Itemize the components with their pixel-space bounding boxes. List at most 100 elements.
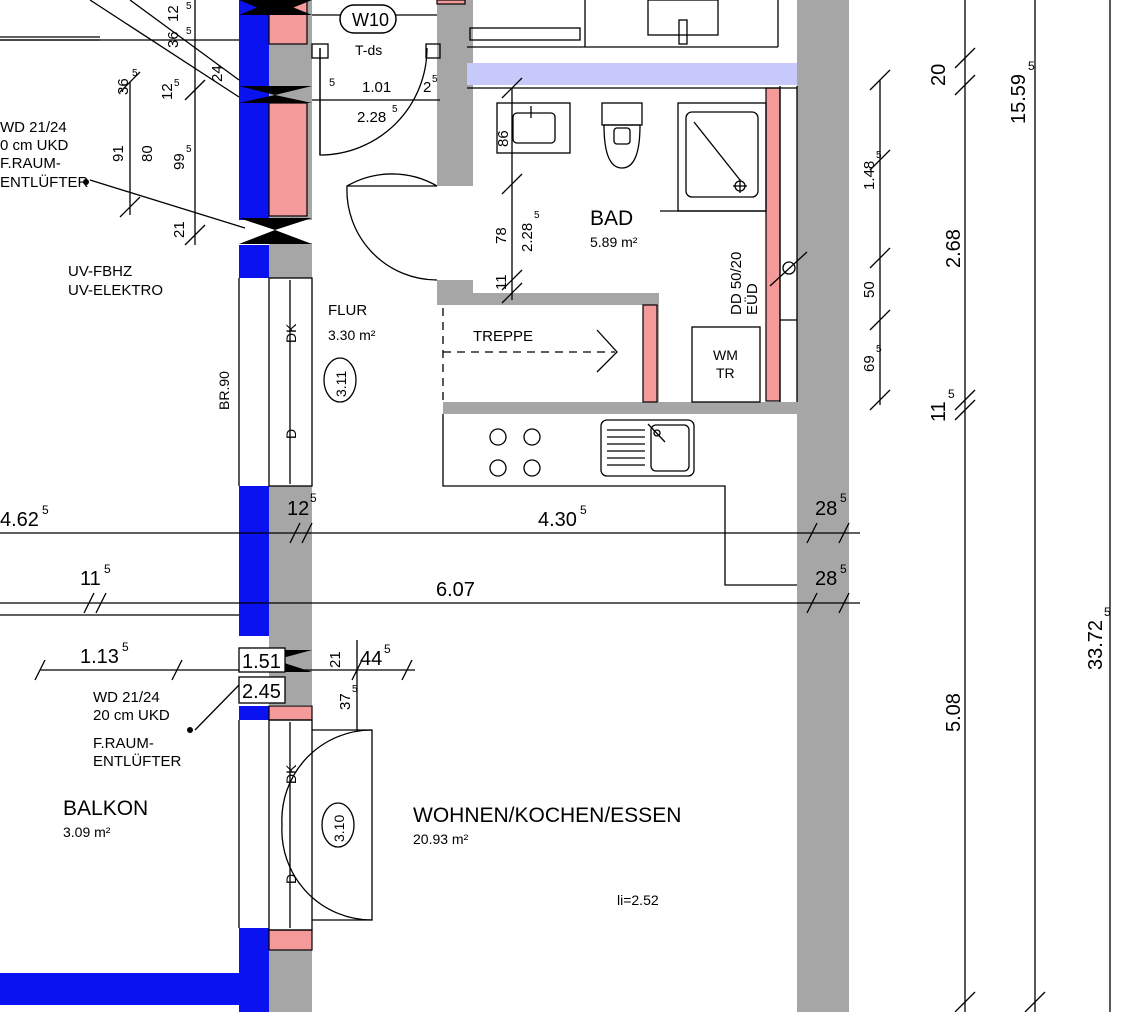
sup-5: 5 xyxy=(186,144,192,155)
door-tag-310: 3.10 xyxy=(321,802,355,848)
dim-365-top: 36 xyxy=(165,31,182,48)
flur-wall-bottom xyxy=(269,949,312,1012)
sup-4: 5 xyxy=(174,78,180,89)
flur-wall-mid xyxy=(269,243,312,278)
dim-33725: 33.72 xyxy=(1085,620,1107,670)
dim-115b: 11 xyxy=(80,568,101,590)
sup-17: 5 xyxy=(104,562,111,576)
sup-15: 5 xyxy=(580,503,587,517)
treppe-top-wall-2 xyxy=(437,293,659,305)
dim-285b: 28 xyxy=(815,568,837,590)
dim-86: 86 xyxy=(495,130,512,147)
dim-24: 24 xyxy=(209,65,226,82)
dim-5: 5 xyxy=(329,77,335,89)
wohnen-height: li=2.52 xyxy=(617,892,659,908)
door-tag-311: 3.11 xyxy=(323,357,357,403)
dim-4625: 4.62 xyxy=(0,509,39,531)
dim-695: 69 xyxy=(861,355,878,372)
walls xyxy=(269,0,849,1012)
bad-name: BAD xyxy=(590,207,633,230)
wd-top-line1: WD 21/24 xyxy=(0,119,67,136)
pink-elements xyxy=(268,0,781,951)
treppe-bottom-wall xyxy=(443,402,797,414)
door-310-label: 3.10 xyxy=(331,815,347,842)
bad-top-strip xyxy=(467,63,797,85)
wd-bot-line2: 20 cm UKD xyxy=(93,707,170,724)
dim-125b: 12 xyxy=(287,498,309,520)
d-label-2: D xyxy=(283,874,299,884)
sup-20: 5 xyxy=(384,642,391,656)
sup-9: 5 xyxy=(1028,59,1035,73)
dim-245: 2.45 xyxy=(242,681,281,703)
flur-name: FLUR xyxy=(328,302,367,319)
dim-1135: 1.13 xyxy=(80,646,119,668)
dim-15595: 15.59 xyxy=(1008,74,1030,124)
dim-2285a: 2.28 xyxy=(357,109,386,126)
superscripts: 5 5 5 5 5 5 5 5 5 5 5 5 5 5 5 5 5 5 5 5 … xyxy=(42,1,1111,695)
dim-4305: 4.30 xyxy=(538,509,577,531)
br90-label: BR.90 xyxy=(216,371,232,410)
sup-10: 5 xyxy=(876,150,882,161)
wohnen-area: 20.93 m² xyxy=(413,831,469,847)
sup-11: 5 xyxy=(876,344,882,355)
bad-top-wall-left xyxy=(437,0,467,88)
sup-2: 5 xyxy=(186,26,192,37)
sup-7: 5 xyxy=(432,74,438,85)
wd-top-line4: ENTLÜFTER xyxy=(0,173,89,191)
balkon-name: BALKON xyxy=(63,797,148,820)
balkon-area: 3.09 m² xyxy=(63,824,111,840)
dim-80: 80 xyxy=(139,145,156,162)
sup-1: 5 xyxy=(186,1,192,12)
sup-14: 5 xyxy=(310,491,317,505)
sup-21: 5 xyxy=(352,684,358,695)
dim-2: 2 xyxy=(423,79,431,96)
wd-bot-line3: F.RAUM- xyxy=(93,735,154,752)
flur-area: 3.30 m² xyxy=(328,327,376,343)
w10-tag: W10 T-ds xyxy=(339,4,397,58)
wd-top-line2: 0 cm UKD xyxy=(0,137,69,154)
dd-label-2: EÜD xyxy=(743,283,761,315)
dim-101: 1.01 xyxy=(362,79,391,96)
dk-label-1: DK xyxy=(283,323,299,343)
uv-label-2: UV-ELEKTRO xyxy=(68,282,163,299)
dim-50: 50 xyxy=(861,281,878,298)
dim-115a: 11 xyxy=(928,401,950,422)
dim-20: 20 xyxy=(928,64,950,86)
dim-151: 1.51 xyxy=(242,651,281,673)
dim-11: 11 xyxy=(493,274,510,290)
sup-6: 5 xyxy=(392,104,398,115)
dd-label-1: DD 50/20 xyxy=(728,252,745,315)
sup-12: 5 xyxy=(948,387,955,401)
wm-label: WM xyxy=(713,347,738,363)
dim-21b: 21 xyxy=(327,651,344,668)
sup-16: 5 xyxy=(840,491,847,505)
dim-607: 6.07 xyxy=(436,579,475,601)
dim-91: 91 xyxy=(110,145,127,162)
bad-area: 5.89 m² xyxy=(590,234,638,250)
sup-8: 5 xyxy=(534,210,540,221)
wohnen-name: WOHNEN/KOCHEN/ESSEN xyxy=(413,804,681,827)
tds-label: T-ds xyxy=(355,42,382,58)
outlines xyxy=(0,0,808,931)
w10-label: W10 xyxy=(352,10,389,30)
dim-285a: 28 xyxy=(815,498,837,520)
dim-995: 99 xyxy=(171,153,188,170)
sup-3: 5 xyxy=(132,68,138,79)
dim-78: 78 xyxy=(493,227,510,244)
uv-label-1: UV-FBHZ xyxy=(68,263,132,280)
wd-bot-line4: ENTLÜFTER xyxy=(93,752,182,770)
dim-268: 2.68 xyxy=(943,229,965,268)
sup-13: 5 xyxy=(42,503,49,517)
d-label-1: D xyxy=(283,429,299,439)
dim-125: 12 xyxy=(159,83,176,100)
wd-top-line3: F.RAUM- xyxy=(0,155,61,172)
door-311-label: 3.11 xyxy=(333,371,349,397)
dim-1485: 1.48 xyxy=(861,161,878,190)
dim-12: 12 xyxy=(165,5,182,22)
dim-21a: 21 xyxy=(171,221,188,238)
dimension-texts: 12 36 24 36 12 91 80 99 21 1.01 2.28 2 5… xyxy=(0,5,1107,732)
dk-label-2: DK xyxy=(283,764,299,784)
dim-375: 37 xyxy=(337,693,354,710)
